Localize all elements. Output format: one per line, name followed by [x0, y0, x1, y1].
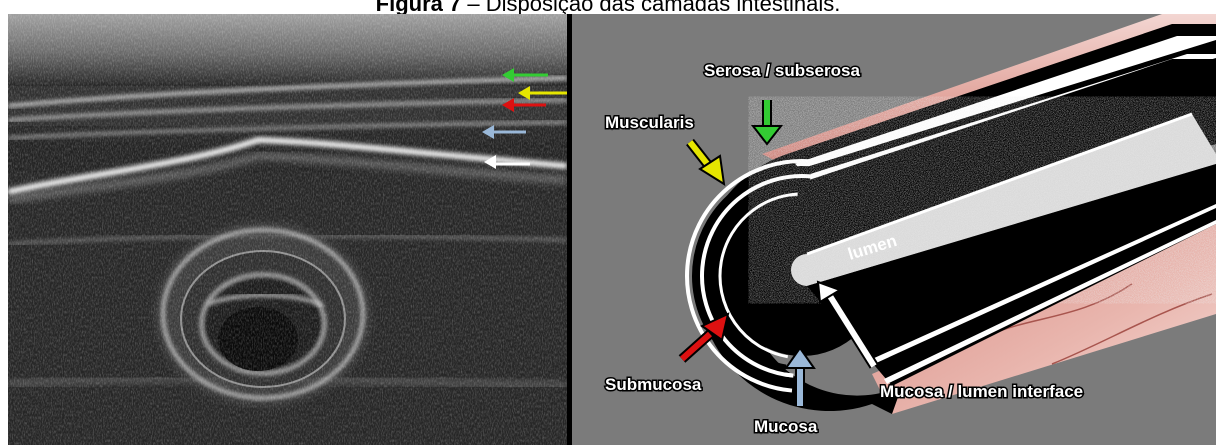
interface-label: Mucosa / lumen interface — [880, 382, 1083, 401]
serosa-label: Serosa / subserosa — [704, 61, 860, 80]
green-arrow-icon — [753, 100, 781, 144]
mucosa-label: Mucosa — [754, 417, 818, 436]
submucosa-label: Submucosa — [605, 375, 702, 394]
ultrasound-svg — [8, 14, 567, 445]
ultrasound-image — [8, 14, 567, 445]
yellow-arrow-icon — [690, 142, 724, 184]
diagram-svg: lumen — [572, 14, 1216, 445]
wall-cross-section — [677, 24, 1216, 414]
muscularis-label: Muscularis — [605, 113, 694, 132]
bowel-layers-diagram: lumen — [572, 14, 1216, 445]
